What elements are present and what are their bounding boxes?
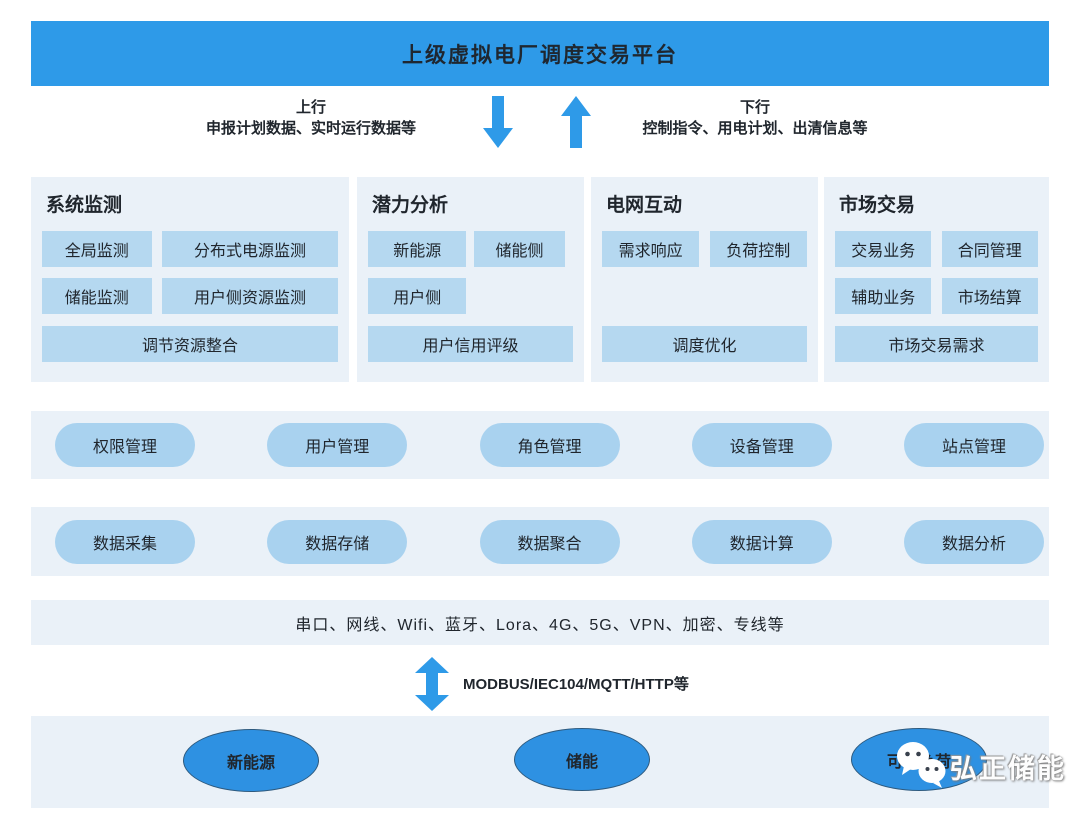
feature-box-wide: 调度优化 bbox=[602, 326, 807, 362]
feature-box: 分布式电源监测 bbox=[161, 231, 338, 267]
pill-site-management: 站点管理 bbox=[904, 423, 1044, 467]
platform-banner: 上级虚拟电厂调度交易平台 bbox=[31, 21, 1049, 86]
module-title: 系统监测 bbox=[46, 195, 123, 216]
module-row: 交易业务 合同管理 bbox=[835, 231, 1038, 267]
module-market-trading: 市场交易 交易业务 合同管理 辅助业务 市场结算 市场交易需求 bbox=[824, 177, 1049, 382]
uplink-desc: 申报计划数据、实时运行数据等 bbox=[205, 120, 416, 137]
pill-data-aggregation: 数据聚合 bbox=[479, 519, 620, 564]
module-row: 储能监测 用户侧资源监测 bbox=[42, 278, 338, 314]
feature-box: 新能源 bbox=[368, 231, 467, 267]
feature-box-wide: 调节资源整合 bbox=[42, 326, 338, 362]
downlink-label: 下行 bbox=[739, 99, 770, 116]
pill-data-collection: 数据采集 bbox=[55, 519, 195, 564]
module-title: 电网互动 bbox=[606, 195, 683, 216]
wechat-icon bbox=[896, 739, 948, 794]
resource-energy-storage: 储能 bbox=[514, 728, 650, 791]
uplink-label: 上行 bbox=[295, 99, 326, 116]
platform-title: 上级虚拟电厂调度交易平台 bbox=[402, 43, 678, 67]
feature-box: 合同管理 bbox=[941, 231, 1038, 267]
downlink-label-group: 下行 控制指令、用电计划、出清信息等 bbox=[600, 97, 910, 139]
pill-user-management: 用户管理 bbox=[267, 423, 408, 467]
watermark: 弘正储能 bbox=[896, 739, 1066, 794]
feature-box: 市场结算 bbox=[941, 278, 1038, 314]
module-title: 市场交易 bbox=[839, 195, 916, 216]
feature-box: 储能侧 bbox=[474, 231, 565, 267]
management-band: 权限管理 用户管理 角色管理 设备管理 站点管理 bbox=[31, 411, 1049, 479]
pill-role-management: 角色管理 bbox=[479, 423, 620, 467]
module-row: 需求响应 负荷控制 bbox=[602, 231, 807, 267]
feature-box: 辅助业务 bbox=[835, 278, 932, 314]
feature-box-wide: 用户信用评级 bbox=[368, 326, 573, 362]
double-arrow-icon bbox=[415, 657, 449, 716]
feature-box: 需求响应 bbox=[602, 231, 700, 267]
down-arrow-icon bbox=[483, 96, 513, 153]
feature-box: 交易业务 bbox=[835, 231, 932, 267]
resources-band: 新能源 储能 可控负荷 bbox=[31, 716, 1049, 808]
feature-box: 全局监测 bbox=[42, 231, 152, 267]
feature-box: 用户侧资源监测 bbox=[161, 278, 338, 314]
module-title: 潜力分析 bbox=[372, 195, 449, 216]
data-band: 数据采集 数据存储 数据聚合 数据计算 数据分析 bbox=[31, 507, 1049, 576]
module-row: 全局监测 分布式电源监测 bbox=[42, 231, 338, 267]
module-row: 用户侧 bbox=[368, 278, 573, 314]
module-row: 辅助业务 市场结算 bbox=[835, 278, 1038, 314]
protocols-label: MODBUS/IEC104/MQTT/HTTP等 bbox=[463, 676, 689, 693]
feature-box-wide: 市场交易需求 bbox=[835, 326, 1038, 362]
module-system-monitoring: 系统监测 全局监测 分布式电源监测 储能监测 用户侧资源监测 调节资源整合 bbox=[31, 177, 349, 382]
pill-device-management: 设备管理 bbox=[691, 423, 832, 467]
module-potential-analysis: 潜力分析 新能源 储能侧 用户侧 用户信用评级 bbox=[357, 177, 584, 382]
connectivity-text: 串口、网线、Wifi、蓝牙、Lora、4G、5G、VPN、加密、专线等 bbox=[295, 616, 785, 634]
up-arrow-icon bbox=[561, 96, 591, 153]
pill-data-storage: 数据存储 bbox=[267, 519, 408, 564]
uplink-label-group: 上行 申报计划数据、实时运行数据等 bbox=[158, 97, 464, 139]
module-grid-interaction: 电网互动 需求响应 负荷控制 调度优化 bbox=[591, 177, 818, 382]
resource-new-energy: 新能源 bbox=[183, 729, 319, 792]
brand-name: 弘正储能 bbox=[950, 754, 1066, 784]
module-row: 新能源 储能侧 bbox=[368, 231, 573, 267]
downlink-desc: 控制指令、用电计划、出清信息等 bbox=[642, 120, 868, 137]
pill-data-computing: 数据计算 bbox=[691, 519, 832, 564]
pill-permission-management: 权限管理 bbox=[55, 423, 195, 467]
feature-box: 用户侧 bbox=[368, 278, 467, 314]
pill-data-analysis: 数据分析 bbox=[904, 519, 1044, 564]
feature-box: 储能监测 bbox=[42, 278, 152, 314]
feature-box: 负荷控制 bbox=[709, 231, 807, 267]
connectivity-band: 串口、网线、Wifi、蓝牙、Lora、4G、5G、VPN、加密、专线等 bbox=[31, 600, 1049, 645]
